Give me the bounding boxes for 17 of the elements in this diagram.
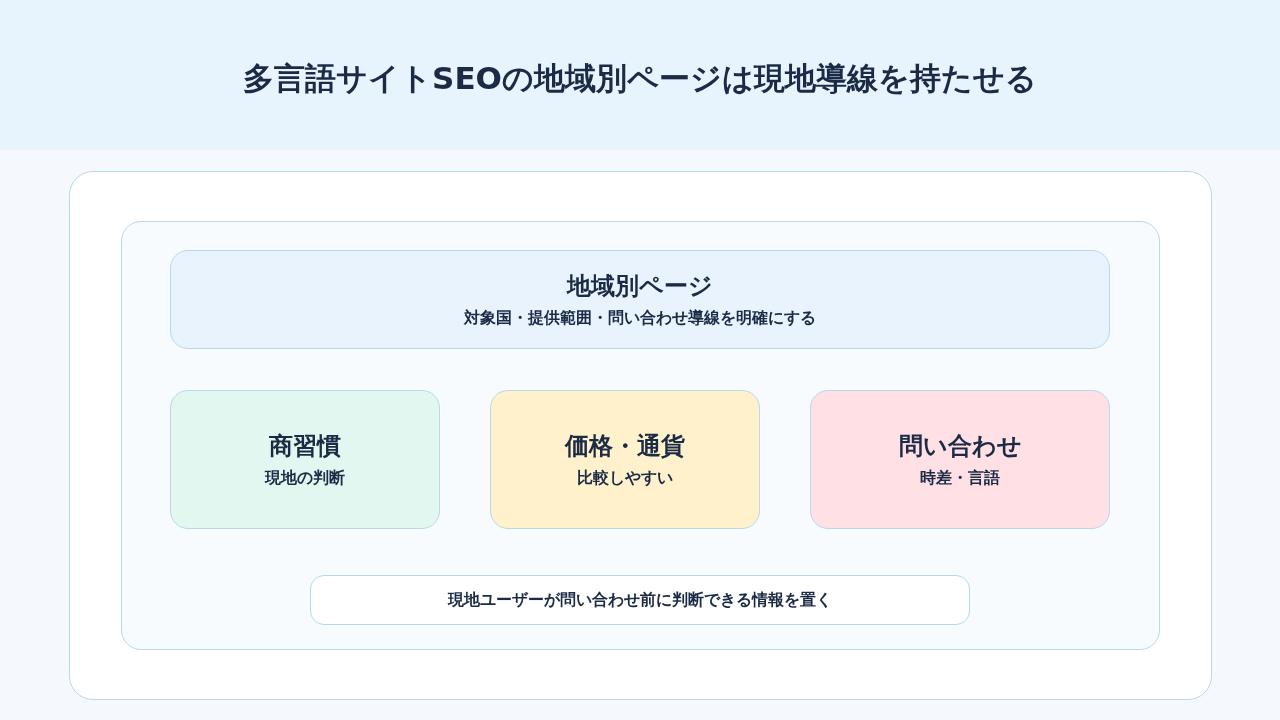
node-subtext: 対象国・提供範囲・問い合わせ導線を明確にする <box>464 306 816 329</box>
node-heading: 商習慣 <box>269 430 341 462</box>
info-card <box>810 390 1110 529</box>
node-heading: 問い合わせ <box>898 430 1022 462</box>
node-subtext: 時差・言語 <box>920 466 1000 489</box>
note-box <box>310 575 970 625</box>
inner-panel <box>120 220 1160 650</box>
node-heading: 地域別ページ <box>567 270 713 302</box>
title: 多言語サイトSEOの地域別ページは現地導線を持たせる <box>242 59 1038 98</box>
node-heading: 価格・通貨 <box>565 430 685 462</box>
info-card <box>490 390 760 529</box>
node-text: 現地ユーザーが問い合わせ前に判断できる情報を置く <box>448 589 832 611</box>
region-page-box <box>170 250 1110 349</box>
node-subtext: 現地の判断 <box>265 466 345 489</box>
outer-panel <box>69 171 1212 700</box>
info-card <box>170 390 440 529</box>
node-subtext: 比較しやすい <box>577 466 673 489</box>
